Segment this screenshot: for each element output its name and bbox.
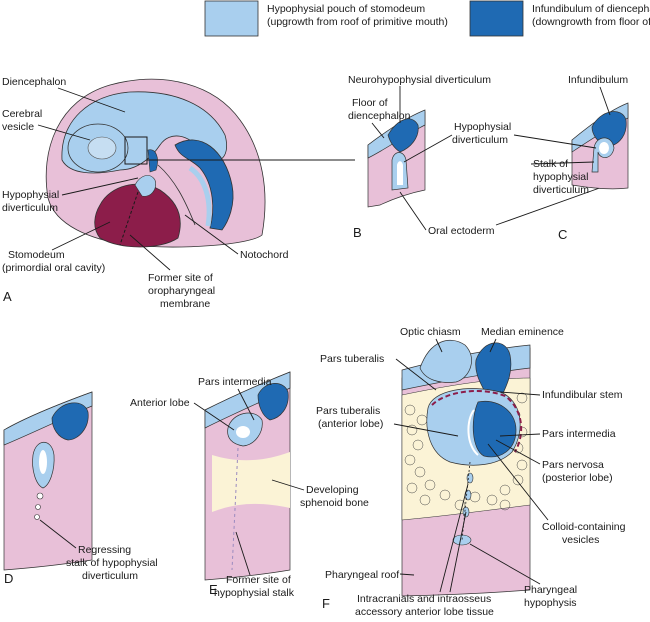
panel-c: Infundibulum Stalk of hypophysial divert…: [513, 74, 629, 242]
legend-swatch-infundibulum: [469, 0, 524, 37]
legend: Hypophysial pouch of stomodeum (upgrowth…: [204, 0, 650, 37]
label-pharyngeal-hypophysis-2: hypophysis: [524, 597, 577, 609]
label-colloid-vesicles-2: vesicles: [562, 534, 599, 546]
panel-e: Pars intermedia Anterior lobe Developing…: [130, 371, 369, 599]
label-pars-nervosa-1: Pars nervosa: [542, 459, 604, 471]
label-intracranial-1: Intracranials and intraosseus: [357, 593, 491, 605]
label-pars-tuberalis: Pars tuberalis: [320, 353, 384, 365]
label-median-eminence: Median eminence: [481, 326, 564, 338]
label-hypophysial-diverticulum-1: Hypophysial: [2, 189, 59, 201]
legend-label-hypophysial-pouch: Hypophysial pouch of stomodeum: [267, 3, 425, 15]
legend-sublabel-hypophysial-pouch: (upgrowth from roof of primitive mouth): [267, 16, 448, 28]
label-stalk-3: diverticulum: [533, 184, 589, 196]
label-neurohypophysial-diverticulum: Neurohypophysial diverticulum: [348, 74, 491, 86]
label-former-site-3: membrane: [160, 298, 210, 310]
label-oral-ectoderm: Oral ectoderm: [428, 225, 495, 237]
label-pars-tuberalis-anterior-2: (anterior lobe): [318, 418, 383, 430]
label-floor-of-diencephalon-1: Floor of: [352, 97, 388, 109]
label-diencephalon: Diencephalon: [2, 76, 66, 88]
panel-e-illustration: [204, 371, 291, 581]
label-stomodeum-1: Stomodeum: [8, 249, 65, 261]
label-former-stalk-1: Former site of: [226, 574, 291, 586]
panel-a: Diencephalon Cerebral vesicle Hypophysia…: [2, 76, 355, 310]
label-former-site-1: Former site of: [148, 272, 213, 284]
legend-label-infundibulum: Infundibulum of diencephalon: [532, 3, 650, 15]
panel-d-illustration: [3, 391, 93, 571]
label-cerebral-vesicle-1: Cerebral: [2, 108, 42, 120]
label-colloid-vesicles-1: Colloid-containing: [542, 521, 626, 533]
label-regressing-2: stalk of hypophysial: [66, 557, 158, 569]
panel-letter-b: B: [353, 225, 362, 240]
label-f-pars-intermedia: Pars intermedia: [542, 428, 616, 440]
label-regressing-3: diverticulum: [82, 570, 138, 582]
legend-swatch-hypophysial-pouch: [204, 0, 259, 37]
label-notochord: Notochord: [240, 249, 289, 261]
zoom-box: [124, 136, 148, 165]
label-infundibular-stem: Infundibular stem: [542, 389, 623, 401]
label-hypophysial-diverticulum-2: diverticulum: [2, 202, 58, 214]
label-cerebral-vesicle-2: vesicle: [2, 121, 34, 133]
panel-letter-d: D: [4, 571, 13, 586]
label-pars-nervosa-2: (posterior lobe): [542, 472, 613, 484]
embryo-head-illustration: [45, 78, 266, 248]
label-pharyngeal-roof: Pharyngeal roof: [325, 569, 399, 581]
label-pars-tuberalis-anterior-1: Pars tuberalis: [316, 405, 380, 417]
legend-sublabel-infundibulum: (downgrowth from floor of forebrain): [532, 16, 650, 28]
label-former-stalk-2: hypophysial stalk: [214, 587, 295, 599]
panel-letter-e: E: [209, 582, 218, 597]
label-former-site-2: oropharyngeal: [148, 285, 215, 297]
label-b-hypophysial-diverticulum-1: Hypophysial: [454, 121, 511, 133]
panel-c-illustration: [571, 102, 629, 190]
panel-b-illustration: [367, 109, 426, 208]
label-developing-bone-1: Developing: [306, 484, 359, 496]
label-e-pars-intermedia: Pars intermedia: [198, 376, 272, 388]
panel-letter-c: C: [558, 227, 567, 242]
label-stomodeum-2: (primordial oral cavity): [2, 262, 105, 274]
label-stalk-2: hypophysial: [533, 171, 588, 183]
panel-b: Neurohypophysial diverticulum Floor of d…: [348, 74, 609, 240]
label-floor-of-diencephalon-2: diencephalon: [348, 110, 411, 122]
panel-f: Optic chiasm Median eminence Pars tubera…: [316, 326, 626, 618]
label-anterior-lobe: Anterior lobe: [130, 397, 190, 409]
label-pharyngeal-hypophysis-1: Pharyngeal: [524, 584, 577, 596]
label-b-hypophysial-diverticulum-2: diverticulum: [452, 134, 508, 146]
panel-letter-f: F: [322, 596, 330, 611]
panel-f-illustration: [401, 339, 531, 597]
panel-letter-a: A: [3, 289, 12, 304]
label-intracranial-2: accessory anterior lobe tissue: [355, 606, 494, 618]
label-stalk-1: Stalk of: [533, 158, 568, 170]
label-developing-bone-2: sphenoid bone: [300, 497, 369, 509]
label-optic-chiasm: Optic chiasm: [400, 326, 461, 338]
label-regressing-1: Regressing: [78, 544, 131, 556]
panel-d: Regressing stalk of hypophysial divertic…: [3, 391, 158, 586]
label-infundibulum: Infundibulum: [568, 74, 628, 86]
